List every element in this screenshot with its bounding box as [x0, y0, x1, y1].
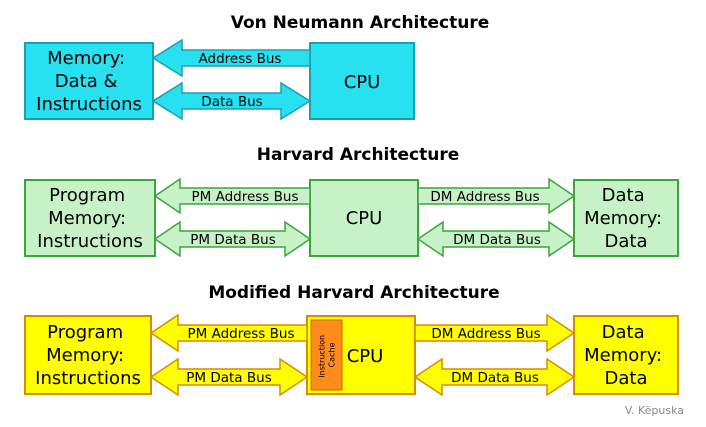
vn-cpu-label: CPU — [344, 72, 381, 93]
mh-pm-data-bus-arrow — [149, 357, 309, 397]
h-dm-address-bus-arrow — [417, 177, 576, 215]
mh-pm-data-bus-label: PM Data Bus — [186, 370, 271, 386]
mh-dm-address-bus-arrow — [414, 313, 576, 353]
author-credit: V. Këpuska — [625, 404, 684, 417]
mh-data-memory-label: Data Memory: Data — [584, 322, 668, 389]
mh-dm-address-bus-label: DM Address Bus — [431, 326, 540, 342]
mh-dm-data-bus-arrow — [413, 357, 576, 397]
mh-instruction-cache-box — [310, 319, 343, 391]
mh-cpu-label: CPU — [347, 346, 384, 367]
h-cpu-box — [309, 179, 419, 257]
mh-pm-address-bus-arrow — [149, 313, 308, 353]
mh-program-memory-label: Program Memory: Instructions — [35, 322, 141, 389]
vn-cpu-box — [309, 42, 415, 120]
mh-pm-address-bus-label: PM Address Bus — [188, 326, 295, 342]
vn-address-bus-arrow — [151, 38, 311, 78]
h-pm-data-bus-label: PM Data Bus — [190, 232, 275, 248]
vn-data-bus-arrow — [151, 81, 312, 121]
h-cpu-label: CPU — [346, 208, 383, 229]
h-pm-address-bus-label: PM Address Bus — [192, 189, 299, 205]
h-program-memory-box — [24, 179, 156, 257]
h-pm-data-bus-arrow — [153, 220, 312, 258]
modified-harvard-title: Modified Harvard Architecture — [208, 283, 499, 303]
vn-address-bus-label: Address Bus — [199, 51, 282, 67]
mh-data-memory-box — [573, 315, 679, 395]
harvard-title: Harvard Architecture — [257, 145, 460, 165]
h-dm-data-bus-label: DM Data Bus — [453, 232, 541, 248]
vn-memory-box — [24, 42, 154, 120]
vn-data-bus-label: Data Bus — [201, 94, 262, 110]
h-data-memory-box — [573, 179, 679, 257]
h-data-memory-label: Data Memory: Data — [584, 185, 668, 252]
h-dm-address-bus-label: DM Address Bus — [430, 189, 539, 205]
von-neumann-title: Von Neumann Architecture — [231, 13, 490, 33]
h-pm-address-bus-arrow — [153, 177, 311, 215]
vn-memory-label: Memory: Data & Instructions — [36, 48, 142, 115]
mh-program-memory-box — [24, 315, 152, 395]
h-program-memory-label: Program Memory: Instructions — [37, 185, 143, 252]
mh-instruction-cache-label: Instruction Cache — [318, 332, 337, 377]
h-dm-data-bus-arrow — [416, 220, 576, 258]
mh-dm-data-bus-label: DM Data Bus — [451, 370, 539, 386]
